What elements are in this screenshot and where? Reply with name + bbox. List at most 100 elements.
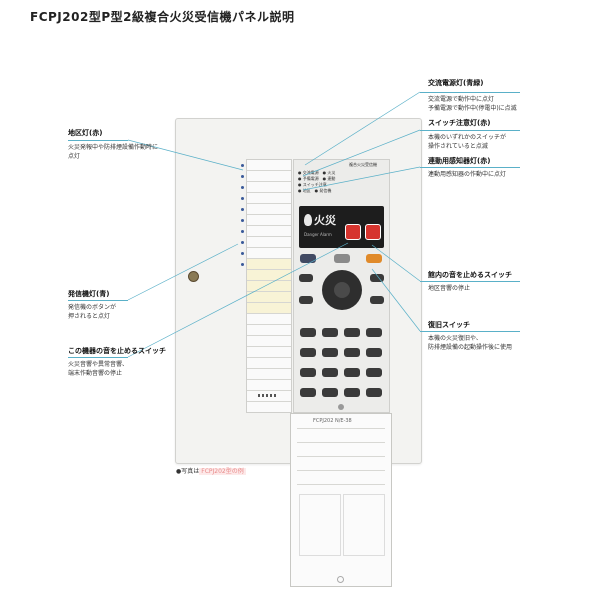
- zone-cell: [247, 171, 291, 182]
- callout-ac-power-line1: 交流電源で動作中に点灯: [428, 96, 495, 103]
- line-zone: [127, 139, 244, 171]
- callout-zone-line1: 火災発報中や防排煙設備作動時に: [68, 144, 159, 151]
- speaker-grille: [258, 394, 278, 397]
- status-fire: 火災: [327, 170, 336, 175]
- zone-cell-blank: [247, 303, 291, 314]
- panel-badge: 複合火災受信機: [349, 162, 377, 167]
- status-ac-power: 交流電源: [302, 170, 319, 175]
- line-switch-caution: [302, 129, 421, 177]
- key-14[interactable]: [322, 388, 338, 397]
- reset-button[interactable]: [366, 254, 382, 263]
- line-building-sound: [371, 244, 421, 282]
- zone-cell: [247, 358, 291, 369]
- line-linked-sensor: [302, 166, 421, 191]
- line-stop-sound: [127, 242, 349, 358]
- key-16[interactable]: [366, 388, 382, 397]
- key-10[interactable]: [322, 368, 338, 377]
- zone-led: [241, 164, 244, 167]
- callout-reset-heading: 復旧スイッチ: [428, 321, 470, 329]
- zone-cell: [247, 248, 291, 259]
- callout-reset-line2: 防排煙設備の起動操作後に使用: [428, 344, 513, 351]
- bottom-knob[interactable]: [338, 404, 344, 410]
- receiver-panel: 複合火災受信機 ● 交流電源 ● 火災 ● 予備電源 ● 連動 ● スイッチ注意…: [175, 118, 422, 464]
- enter-key[interactable]: [370, 274, 384, 282]
- key-4[interactable]: [366, 328, 382, 337]
- zone-cell: [247, 182, 291, 193]
- callout-zone-heading: 地区灯(赤): [68, 129, 103, 137]
- stop-area-sound-button[interactable]: [365, 224, 381, 240]
- line-dispatch: [127, 243, 239, 301]
- control-keypad: 複合火災受信機 ● 交流電源 ● 火災 ● 予備電源 ● 連動 ● スイッチ注意…: [293, 159, 390, 413]
- callout-stop-sound-line2: 端末作動音響の停止: [68, 370, 123, 377]
- dpad-center-button[interactable]: [334, 282, 350, 298]
- back-key[interactable]: [299, 296, 313, 304]
- key-9[interactable]: [300, 368, 316, 377]
- mode-button[interactable]: [300, 254, 316, 263]
- key-13[interactable]: [300, 388, 316, 397]
- exit-key[interactable]: [370, 296, 384, 304]
- zone-cell: [247, 391, 291, 402]
- zone-cell: [247, 369, 291, 380]
- zone-led: [241, 241, 244, 244]
- status-zone: 地区: [302, 188, 311, 193]
- zone-cell: [247, 226, 291, 237]
- key-6[interactable]: [322, 348, 338, 357]
- zone-cell: [247, 204, 291, 215]
- zone-cell: [247, 380, 291, 391]
- callout-linked-sensor-heading: 連動用感知器灯(赤): [428, 157, 491, 165]
- sheet-hole-icon: [337, 576, 344, 583]
- status-dispatch: 発信機: [319, 188, 332, 193]
- callout-reset-line1: 本機の火災復旧や、: [428, 335, 482, 342]
- status-backup: 予備電源: [302, 176, 319, 181]
- zone-led: [241, 197, 244, 200]
- callout-stop-sound-heading: この機器の音を止めるスイッチ: [68, 347, 166, 355]
- lcd-display: 火災 Danger Alarm: [299, 206, 384, 248]
- callout-zone-line2: 点灯: [68, 153, 81, 160]
- menu-key[interactable]: [299, 274, 313, 282]
- zone-led: [241, 175, 244, 178]
- key-3[interactable]: [344, 328, 360, 337]
- zone-cell: [247, 160, 291, 171]
- callout-switch-caution-heading: スイッチ注意灯(赤): [428, 119, 491, 127]
- status-linked: 連動: [327, 176, 336, 181]
- stop-buzzer-button[interactable]: [345, 224, 361, 240]
- zone-led: [241, 219, 244, 222]
- zone-cell: [247, 314, 291, 325]
- lcd-sub-text: Danger Alarm: [304, 232, 332, 237]
- key-12[interactable]: [366, 368, 382, 377]
- note-highlight: FCPJ202型の例: [199, 468, 246, 475]
- line-reset: [371, 268, 421, 332]
- zone-led: [241, 252, 244, 255]
- key-7[interactable]: [344, 348, 360, 357]
- instruction-sheet: FCPJ202 N/E-38: [290, 413, 392, 587]
- function-button[interactable]: [334, 254, 350, 263]
- zone-led: [241, 208, 244, 211]
- key-5[interactable]: [300, 348, 316, 357]
- zone-cell: [247, 347, 291, 358]
- callout-linked-sensor-line1: 連動用感知器の作動中に点灯: [428, 171, 507, 178]
- line-ac-power: [304, 91, 421, 166]
- callout-dispatch-line1: 発信機のボタンが: [68, 304, 117, 311]
- key-1[interactable]: [300, 328, 316, 337]
- key-11[interactable]: [344, 368, 360, 377]
- zone-cell-blank: [247, 259, 291, 270]
- key-lock-icon[interactable]: [188, 271, 199, 282]
- fire-icon: [304, 214, 312, 226]
- dpad[interactable]: [322, 270, 362, 310]
- callout-building-sound-heading: 館内の音を止めるスイッチ: [428, 271, 512, 279]
- page-title: FCPJ202型P型2級複合火災受信機パネル説明: [30, 10, 295, 24]
- key-2[interactable]: [322, 328, 338, 337]
- callout-switch-caution-line2: 操作されていると点滅: [428, 143, 488, 150]
- status-switch-caution: スイッチ注意: [302, 182, 327, 187]
- zone-cell-blank: [247, 270, 291, 281]
- key-15[interactable]: [344, 388, 360, 397]
- callout-dispatch-heading: 発信機灯(青): [68, 290, 110, 298]
- zone-window-strip: [246, 159, 292, 413]
- zone-led: [241, 186, 244, 189]
- key-8[interactable]: [366, 348, 382, 357]
- sheet-header: FCPJ202 N/E-38: [313, 418, 352, 424]
- callout-dispatch-line2: 押されると点灯: [68, 313, 111, 320]
- zone-cell: [247, 237, 291, 248]
- zone-cell: [247, 215, 291, 226]
